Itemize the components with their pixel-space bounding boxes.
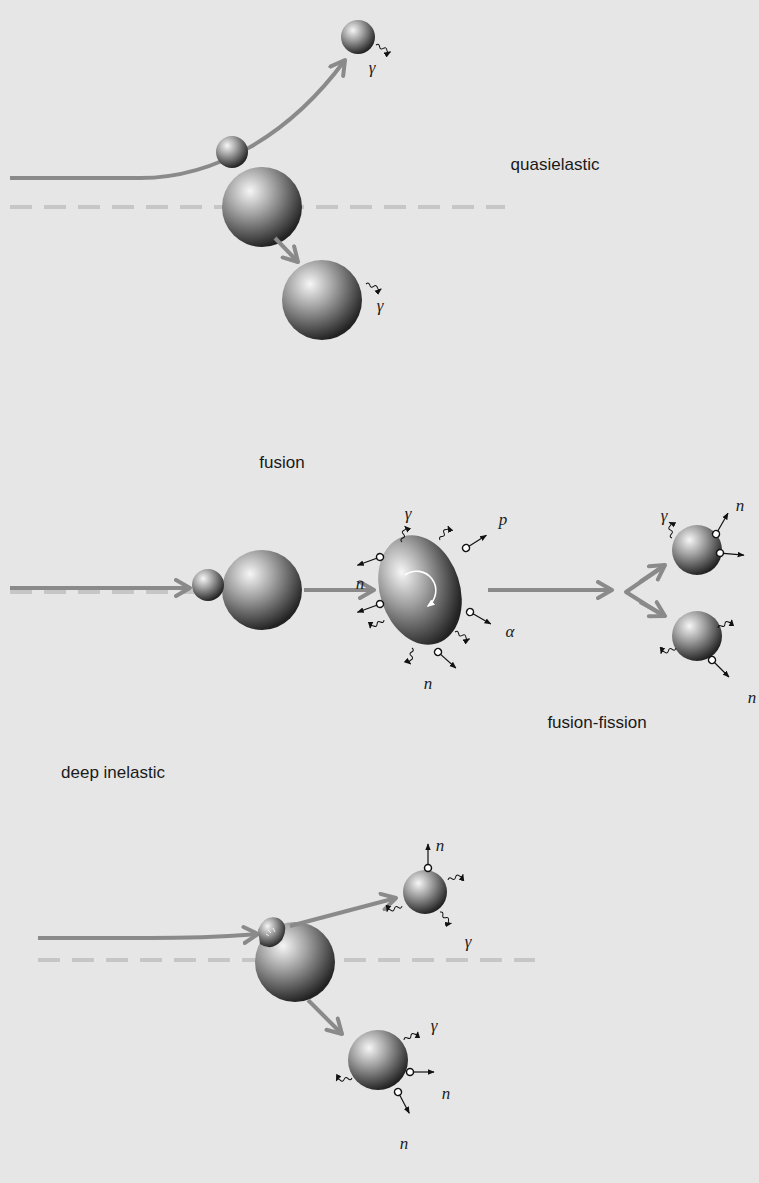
particle-symbol: n bbox=[356, 575, 365, 594]
particle-symbol: n bbox=[424, 675, 433, 694]
particle-symbol: γ bbox=[661, 507, 668, 526]
reaction-label: fusion bbox=[259, 454, 304, 473]
particle-symbol: n bbox=[442, 1085, 451, 1104]
reaction-label: quasielastic bbox=[511, 156, 600, 175]
fusion-panel bbox=[10, 511, 744, 679]
particle-symbol: γ bbox=[369, 59, 376, 78]
quasielastic-panel bbox=[10, 20, 505, 340]
particle-symbol: n bbox=[736, 497, 745, 516]
particle-symbol: γ bbox=[377, 297, 384, 316]
reaction-label: deep inelastic bbox=[61, 764, 165, 783]
particle-symbol: n bbox=[748, 689, 757, 708]
particle-symbol: γ bbox=[431, 1017, 438, 1036]
particle-symbol: α bbox=[506, 623, 515, 642]
particle-symbol: n bbox=[400, 1135, 409, 1154]
particle-symbol: γ bbox=[405, 505, 412, 524]
reaction-label: fusion-fission bbox=[547, 714, 646, 733]
particle-symbol: γ bbox=[465, 933, 472, 952]
particle-symbol: p bbox=[499, 511, 508, 530]
deep-inelastic-panel bbox=[38, 844, 535, 1115]
particle-symbol: n bbox=[436, 837, 445, 856]
